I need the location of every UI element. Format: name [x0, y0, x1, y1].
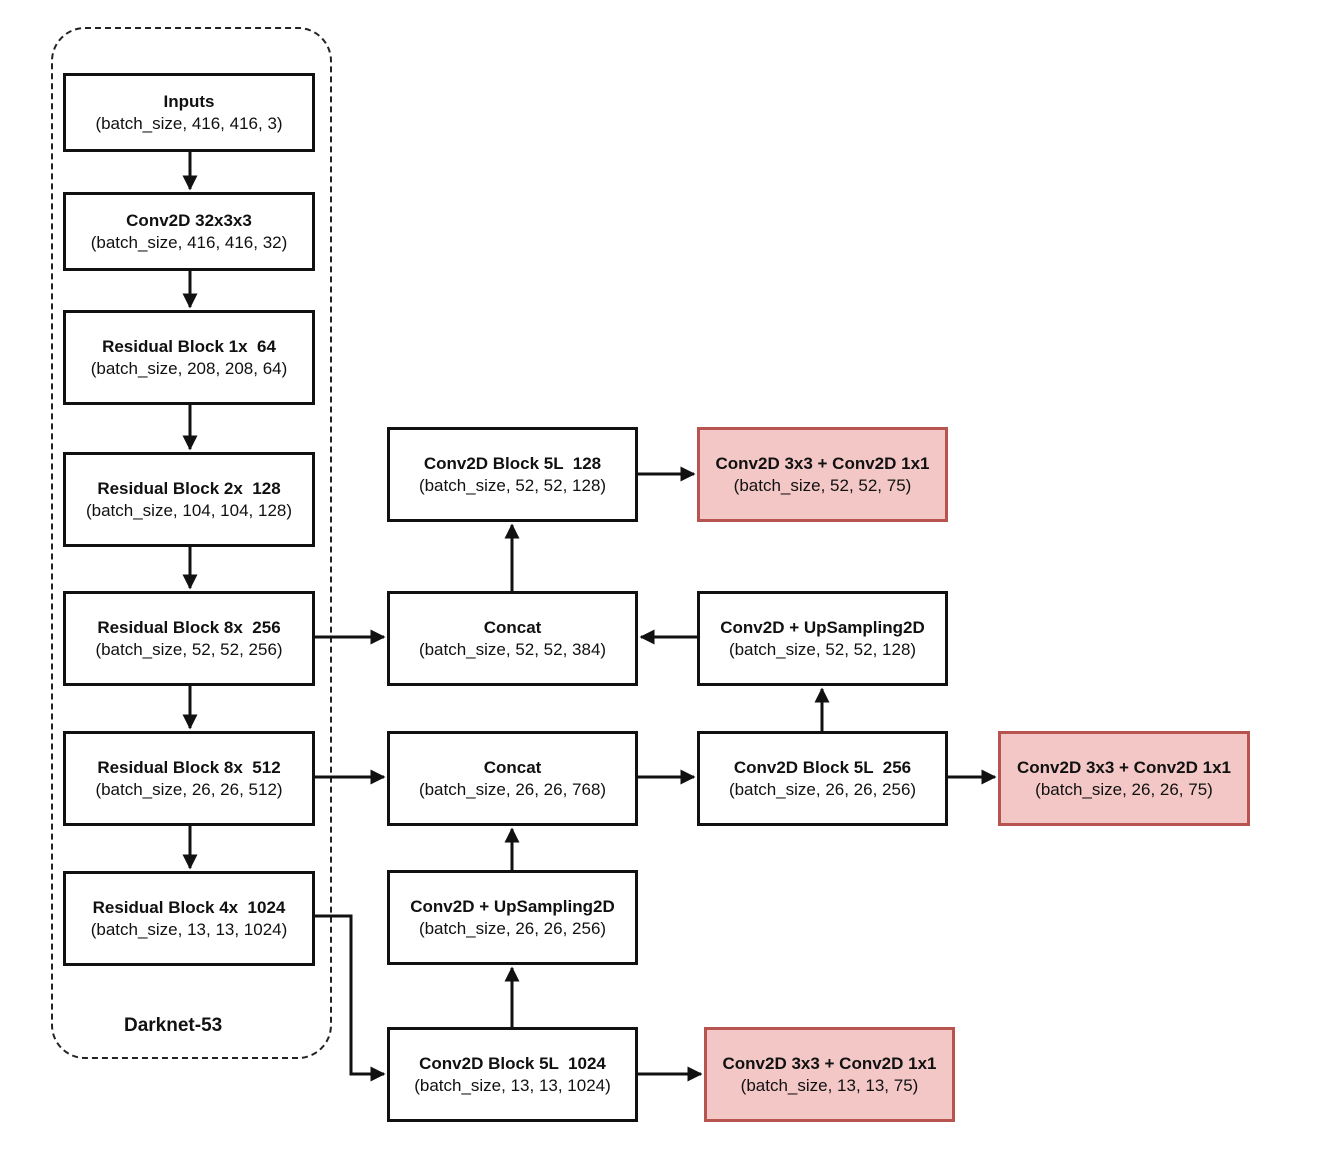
output-52-shape: (batch_size, 52, 52, 75)	[733, 475, 912, 495]
output-13-shape: (batch_size, 13, 13, 75)	[740, 1075, 919, 1095]
residual-block-8x-256-title: Residual Block 8x 256	[97, 617, 281, 637]
output-52-title: Conv2D 3x3 + Conv2D 1x1	[715, 453, 930, 473]
residual-block-8x-512-title: Residual Block 8x 512	[97, 757, 281, 777]
residual-block-8x-256-shape: (batch_size, 52, 52, 256)	[95, 639, 283, 659]
residual-block-4x-shape: (batch_size, 13, 13, 1024)	[90, 919, 288, 939]
darknet-53-label: Darknet-53	[124, 1015, 223, 1036]
upsampling-256-box: Conv2D + UpSampling2D (batch_size, 26, 2…	[387, 870, 638, 965]
conv2d-block-5l-256-box: Conv2D Block 5L 256 (batch_size, 26, 26,…	[697, 731, 948, 826]
output-52-box: Conv2D 3x3 + Conv2D 1x1 (batch_size, 52,…	[697, 427, 948, 522]
darknet-53-group	[51, 27, 332, 1059]
output-13-box: Conv2D 3x3 + Conv2D 1x1 (batch_size, 13,…	[704, 1027, 955, 1122]
residual-block-2x-title: Residual Block 2x 128	[97, 478, 281, 498]
conv2d-32-shape: (batch_size, 416, 416, 32)	[90, 232, 288, 252]
residual-block-1x-shape: (batch_size, 208, 208, 64)	[90, 358, 288, 378]
conv2d-32-box: Conv2D 32x3x3 (batch_size, 416, 416, 32)	[63, 192, 315, 271]
residual-block-2x-box: Residual Block 2x 128 (batch_size, 104, …	[63, 452, 315, 547]
conv2d-block-5l-256-title: Conv2D Block 5L 256	[733, 757, 912, 777]
conv2d-block-5l-128-title: Conv2D Block 5L 128	[423, 453, 602, 473]
concat-768-title: Concat	[483, 757, 542, 777]
concat-768-shape: (batch_size, 26, 26, 768)	[418, 779, 607, 799]
concat-384-shape: (batch_size, 52, 52, 384)	[418, 639, 607, 659]
residual-block-1x-title: Residual Block 1x 64	[102, 336, 276, 356]
concat-768-box: Concat (batch_size, 26, 26, 768)	[387, 731, 638, 826]
upsampling-256-shape: (batch_size, 26, 26, 256)	[418, 918, 607, 938]
residual-block-8x-512-box: Residual Block 8x 512 (batch_size, 26, 2…	[63, 731, 315, 826]
conv2d-block-5l-256-shape: (batch_size, 26, 26, 256)	[728, 779, 917, 799]
residual-block-8x-256-box: Residual Block 8x 256 (batch_size, 52, 5…	[63, 591, 315, 686]
inputs-title: Inputs	[163, 91, 215, 111]
conv2d-32-title: Conv2D 32x3x3	[126, 210, 252, 230]
output-26-shape: (batch_size, 26, 26, 75)	[1035, 779, 1213, 799]
inputs-shape: (batch_size, 416, 416, 3)	[95, 113, 283, 133]
conv2d-block-5l-1024-shape: (batch_size, 13, 13, 1024)	[414, 1075, 611, 1095]
residual-block-4x-title: Residual Block 4x 1024	[92, 897, 286, 917]
upsampling-256-title: Conv2D + UpSampling2D	[410, 896, 615, 916]
residual-block-1x-box: Residual Block 1x 64 (batch_size, 208, 2…	[63, 310, 315, 405]
inputs-box: Inputs (batch_size, 416, 416, 3)	[63, 73, 315, 152]
conv2d-block-5l-128-shape: (batch_size, 52, 52, 128)	[418, 475, 607, 495]
output-26-box: Conv2D 3x3 + Conv2D 1x1 (batch_size, 26,…	[998, 731, 1250, 826]
residual-block-8x-512-shape: (batch_size, 26, 26, 512)	[95, 779, 283, 799]
residual-block-2x-shape: (batch_size, 104, 104, 128)	[85, 500, 293, 520]
conv2d-block-5l-1024-title: Conv2D Block 5L 1024	[419, 1053, 606, 1073]
concat-384-box: Concat (batch_size, 52, 52, 384)	[387, 591, 638, 686]
concat-384-title: Concat	[483, 617, 542, 637]
output-26-title: Conv2D 3x3 + Conv2D 1x1	[1016, 757, 1231, 777]
upsampling-128-box: Conv2D + UpSampling2D (batch_size, 52, 5…	[697, 591, 948, 686]
conv2d-block-5l-128-box: Conv2D Block 5L 128 (batch_size, 52, 52,…	[387, 427, 638, 522]
upsampling-128-title: Conv2D + UpSampling2D	[720, 617, 925, 637]
output-13-title: Conv2D 3x3 + Conv2D 1x1	[722, 1053, 937, 1073]
upsampling-128-shape: (batch_size, 52, 52, 128)	[728, 639, 917, 659]
conv2d-block-5l-1024-box: Conv2D Block 5L 1024 (batch_size, 13, 13…	[387, 1027, 638, 1122]
arrow-res4-to-cb1024	[315, 914, 386, 1082]
residual-block-4x-box: Residual Block 4x 1024 (batch_size, 13, …	[63, 871, 315, 966]
